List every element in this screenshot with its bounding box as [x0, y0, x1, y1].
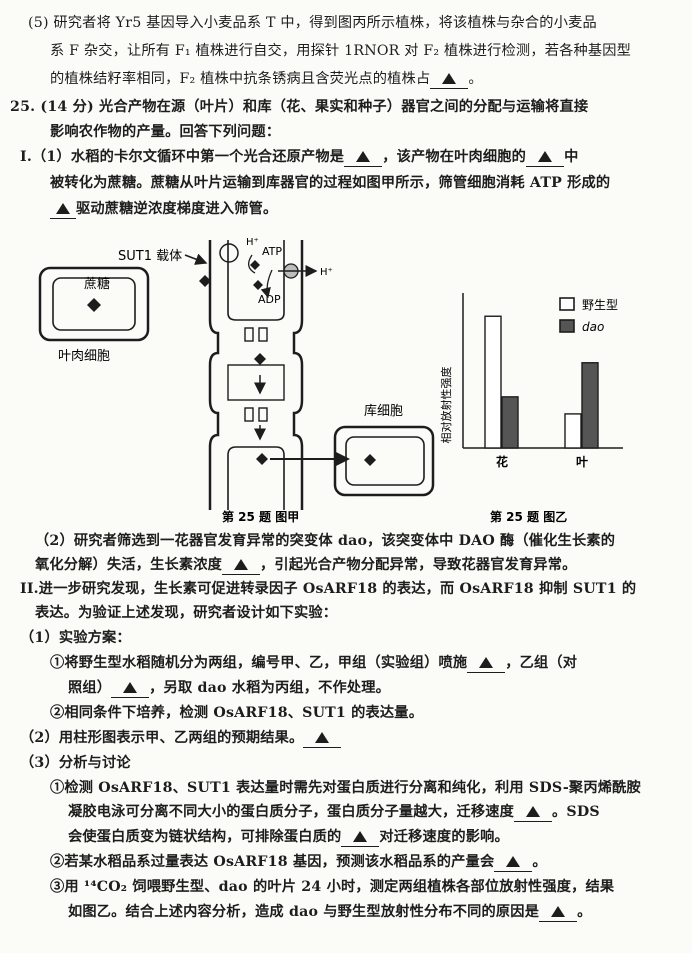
x-tick-label: 花 — [496, 454, 508, 469]
figure-yi-chart: 相对放射性强度 花 叶 野生型 dao 第 25 题 图乙 — [439, 293, 623, 524]
triangle-icon — [123, 682, 138, 693]
sut1-carrier — [219, 243, 239, 263]
answer-blank[interactable] — [539, 903, 578, 922]
triangle-icon — [506, 856, 521, 867]
legend-swatch — [559, 319, 575, 333]
q25-ii-s3-3b: 如图乙。结合上述内容分析，造成 dao 与野生型放射性分布不同的原因是。 — [68, 903, 592, 922]
triangle-icon — [356, 151, 371, 162]
q25-ii-s3-1b: 凝胶电泳可分离不同大小的蛋白质分子，蛋白质分子量越大，迁移速度。SDS — [68, 803, 600, 822]
q24-5-line1: (5) 研究者将 Yr5 基因导入小麦品系 T 中，得到图丙所示植株，将该植株与… — [28, 15, 597, 31]
triangle-icon — [353, 831, 368, 842]
q24-5-line2: 系 F 杂交，让所有 F₁ 植株进行自交，用探针 1RNOR 对 F₂ 植株进行… — [50, 43, 632, 59]
q25-ii-s3-1c: 会使蛋白质变为链状结构，可排除蛋白质的对迁移速度的影响。 — [68, 828, 509, 847]
answer-blank[interactable] — [494, 853, 533, 872]
q25-ii-s1-2: ②相同条件下培养，检测 OsARF18、SUT1 的表达量。 — [50, 705, 424, 721]
answer-blank[interactable] — [341, 828, 380, 847]
answer-blank[interactable] — [344, 148, 383, 167]
sucrose-molecule — [87, 298, 101, 312]
triangle-icon — [234, 559, 249, 570]
triangle-icon — [538, 151, 553, 162]
mesophyll-label: 叶肉细胞 — [58, 349, 110, 364]
triangle-icon — [315, 732, 330, 743]
figure-yi-caption: 第 25 题 图乙 — [490, 509, 567, 524]
q25-i2-line2: 氧化分解）失活，生长素浓度，引起光合产物分配异常，导致花器官发育异常。 — [35, 556, 577, 575]
q25-i1-line3: 驱动蔗糖逆浓度梯度进入筛管。 — [50, 200, 277, 219]
triangle-icon — [56, 203, 70, 214]
mesophyll-cell-wall — [38, 266, 150, 342]
sink-cell-wall — [333, 425, 435, 497]
answer-blank[interactable] — [467, 654, 506, 673]
q25-title-line2: 影响农作物的产量。回答下列问题： — [50, 124, 281, 140]
answer-blank[interactable] — [50, 200, 76, 219]
adp-label: ADP — [258, 293, 281, 306]
figure-jia: 蔗糖 叶肉细胞 SUT1 载体 H⁺ ATP ADP H⁺ — [38, 237, 435, 524]
legend-label: dao — [582, 320, 604, 334]
q25-i2-line1: （2）研究者筛选到一花器官发育异常的突变体 dao，该突变体中 DAO 酶（催化… — [35, 533, 616, 549]
answer-blank[interactable] — [430, 70, 469, 89]
legend-label: 野生型 — [582, 298, 618, 312]
q25-ii-s3-2: ②若某水稻品系过量表达 OsARF18 基因，预测该水稻品系的产量会。 — [50, 853, 547, 872]
mesophyll-cell-membrane — [52, 277, 136, 331]
sucrose-label: 蔗糖 — [84, 276, 110, 292]
chart-ylabel: 相对放射性强度 — [439, 367, 453, 444]
hplus-top-label: H⁺ — [246, 237, 259, 248]
triangle-icon — [479, 657, 494, 668]
x-tick-label: 叶 — [576, 454, 588, 469]
answer-blank[interactable] — [111, 679, 150, 698]
hplus-out-label: H⁺ — [320, 267, 333, 278]
q25-i1-line1: I.（1）水稻的卡尔文循环中第一个光合还原产物是，该产物在叶肉细胞的中 — [20, 148, 579, 167]
q25-ii-s2: （2）用柱形图表示甲、乙两组的预期结果。 — [20, 729, 342, 748]
triangle-icon — [551, 906, 566, 917]
q25-title: 25. (14 分) 光合产物在源（叶片）和库（花、果实和种子）器官之间的分配与… — [10, 99, 589, 115]
q24-5-line3: 的植株结籽率相同，F₂ 植株中抗条锈病且含荧光点的植株占。 — [50, 70, 483, 89]
q25-ii-line2: 表达。为验证上述发现，研究者设计如下实验： — [35, 605, 338, 621]
q25-ii-s3: （3）分析与讨论 — [20, 755, 131, 771]
bar-dao-0 — [501, 396, 519, 449]
answer-blank[interactable] — [303, 729, 342, 748]
answer-blank[interactable] — [222, 556, 261, 575]
figure-jia-caption: 第 25 题 图甲 — [222, 509, 299, 524]
atp-label: ATP — [262, 245, 282, 258]
q25-i1-line2: 被转化为蔗糖。蔗糖从叶片运输到库器官的过程如图甲所示，筛管细胞消耗 ATP 形成… — [50, 175, 611, 191]
q25-ii-s1: （1）实验方案： — [20, 630, 131, 646]
triangle-icon — [442, 73, 457, 84]
answer-blank[interactable] — [514, 803, 553, 822]
answer-blank[interactable] — [526, 148, 565, 167]
bar-wildtype-0 — [484, 315, 502, 449]
sut1-label: SUT1 载体 — [118, 249, 182, 264]
sink-cell-label: 库细胞 — [364, 403, 403, 419]
q25-ii-s3-1a: ①检测 OsARF18、SUT1 表达量时需先对蛋白质进行分离和纯化，利用 SD… — [50, 780, 641, 796]
q25-ii-line1: II.进一步研究发现，生长素可促进转录因子 OsARF18 的表达，而 OsAR… — [20, 581, 637, 597]
q25-ii-s3-3a: ③用 ¹⁴CO₂ 饲喂野生型、dao 的叶片 24 小时，测定两组植株各部位放射… — [50, 879, 615, 895]
triangle-icon — [526, 806, 541, 817]
q25-ii-s1-1b: 照组），另取 dao 水稻为丙组，不作处理。 — [68, 679, 391, 698]
legend-swatch — [559, 297, 575, 311]
q25-ii-s1-1a: ①将野生型水稻随机分为两组，编号甲、乙，甲组（实验组）喷施，乙组（对 — [50, 654, 578, 673]
bar-dao-1 — [581, 362, 599, 449]
bar-wildtype-1 — [564, 413, 582, 449]
